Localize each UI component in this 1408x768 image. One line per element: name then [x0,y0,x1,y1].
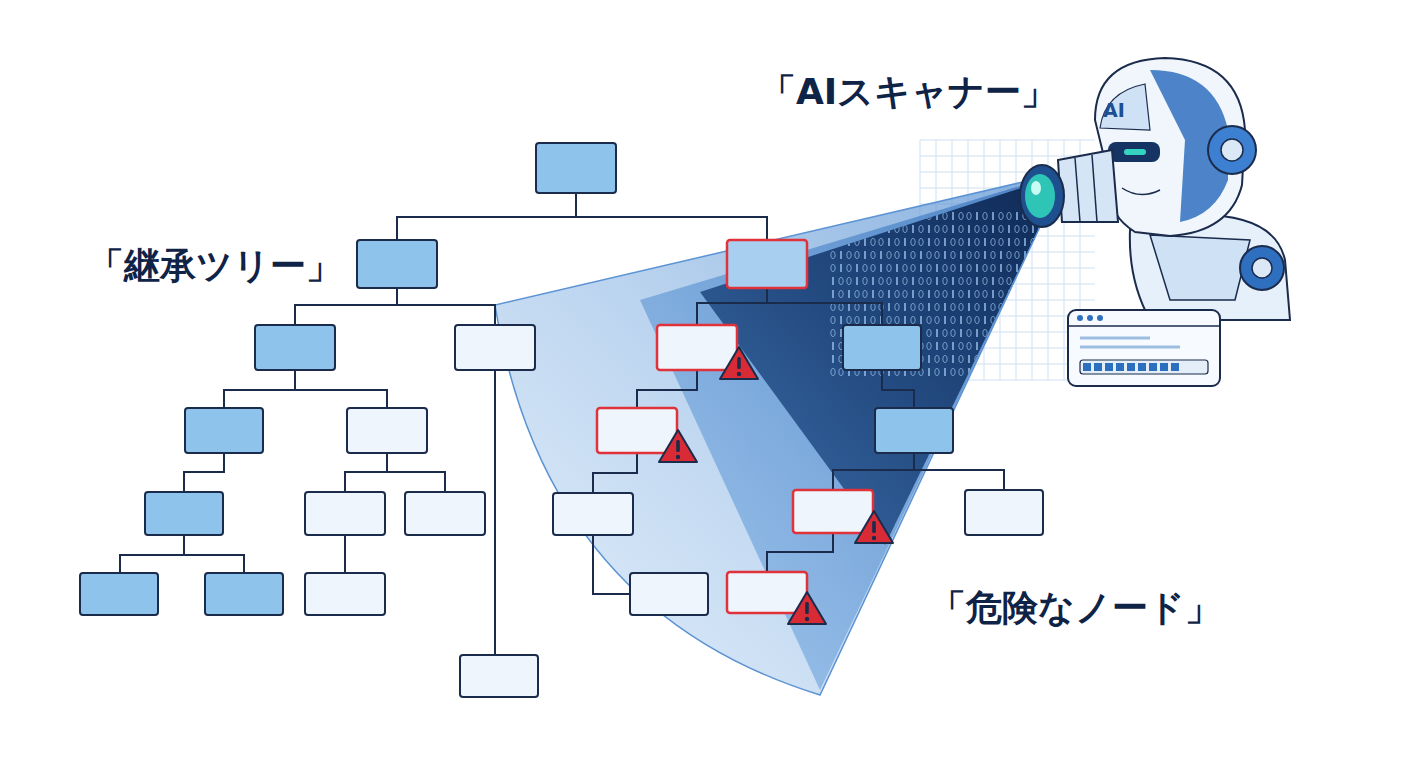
tree-line [387,472,445,492]
danger-node-box [727,240,807,288]
tree-line [833,453,914,490]
tree-line [576,217,767,240]
tree-line [295,288,397,325]
tree-line [767,533,833,572]
tree-node-box [145,492,223,535]
tree-node-box [405,492,485,535]
robot-badge: AI [1103,100,1125,121]
callout-label: 「危険なノード」 [930,588,1221,628]
tree-line [397,193,576,240]
tree-line [120,535,184,573]
tree-line [184,555,244,573]
status-panel [1068,310,1220,386]
tree-node-box [965,490,1043,535]
danger-node-box [793,490,873,533]
tree-line [494,370,496,655]
tree-node-box [536,143,616,193]
tree-line [882,370,914,408]
tree-line [767,303,882,325]
tree-line [914,470,1004,490]
tree-node-box [205,573,283,615]
tree-boxes [80,143,1043,697]
warning-icons [659,347,893,624]
tree-line [593,453,637,493]
tree-node-box [357,240,437,288]
tree-node-box [553,493,633,535]
danger-node-box [657,325,737,370]
ai-robot [1020,58,1290,320]
tree-node-box [80,573,158,615]
tree-node-box [455,325,535,370]
danger-node-box [597,408,677,453]
warning-icon [855,511,893,543]
danger-node-box [727,572,807,613]
tree-node-box [630,573,708,615]
tree-line [697,288,767,325]
tree-node-box [255,325,335,370]
binary-texture [831,212,1099,376]
warning-icon [720,347,758,379]
tree-line [345,453,387,492]
tree-line [224,370,295,408]
scan-beam-core [700,182,1046,545]
tree-line [295,390,387,408]
tree-line [184,453,224,492]
tree-node-box [305,492,385,535]
warning-icon [659,430,697,462]
tree-line [593,535,630,594]
tree-node-box [875,408,953,453]
tree-node-box [460,655,538,697]
tree-node-box [347,408,427,453]
callout-label: 「継承ツリー」 [88,246,342,286]
callout-label: 「AIスキャナー」 [760,72,1057,112]
tree-node-box [843,325,921,370]
tree-node-box [305,573,385,615]
tree-line [344,535,346,573]
warning-icon [788,592,826,624]
tree-node-box [185,408,263,453]
tree-line [637,370,697,408]
tree-line [397,305,495,325]
